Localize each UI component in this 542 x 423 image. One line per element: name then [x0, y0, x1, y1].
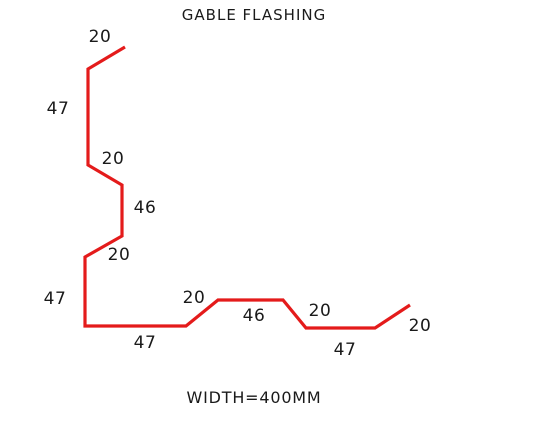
dimension-label-top-lip: 20 — [89, 27, 112, 47]
dimension-label-step-up: 20 — [183, 288, 206, 308]
dimension-label-upper-vertical: 47 — [47, 99, 70, 119]
dimension-label-upper-bend: 20 — [102, 149, 125, 169]
dimension-label-raised-run: 46 — [243, 306, 266, 326]
dimension-label-lower-vertical: 47 — [44, 289, 67, 309]
width-note: WIDTH=400MM — [186, 388, 321, 407]
dimension-label-end-lip: 20 — [409, 316, 432, 336]
dimension-label-step-down: 20 — [309, 301, 332, 321]
dimension-label-end-run: 47 — [334, 340, 357, 360]
dimension-label-lower-bend: 20 — [108, 245, 131, 265]
flashing-profile-line — [83, 45, 411, 330]
dimension-label-bottom-run: 47 — [134, 333, 157, 353]
dimension-label-middle-vertical: 46 — [134, 198, 157, 218]
diagram-title: GABLE FLASHING — [182, 6, 326, 24]
